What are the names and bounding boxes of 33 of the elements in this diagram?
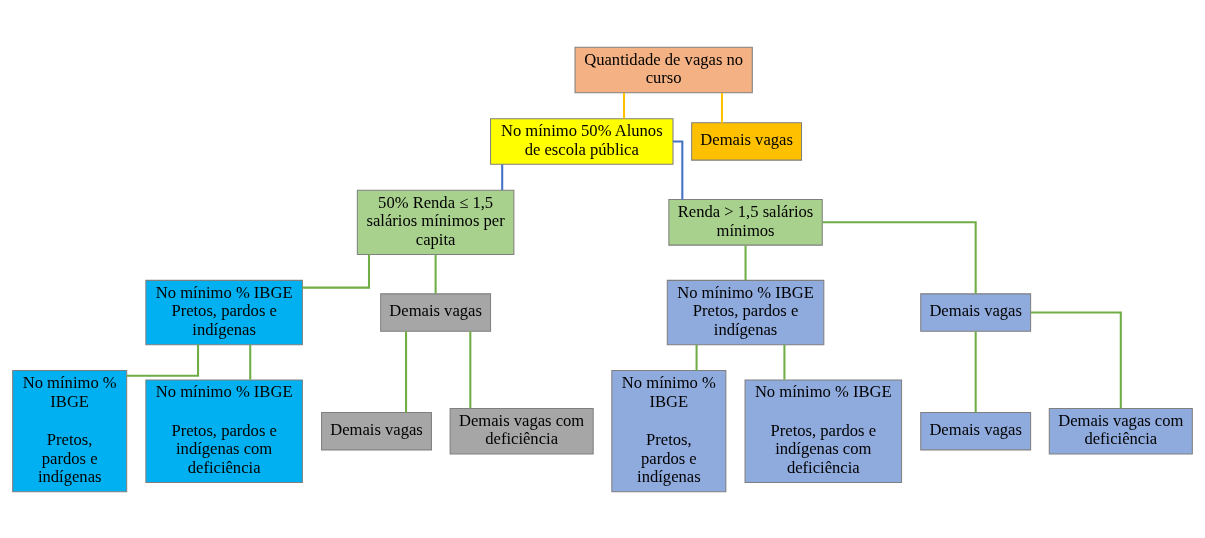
node-box: No mínimo 50% Alunos de escola pública [490,117,674,165]
connector [673,139,684,199]
connector [469,330,472,408]
connector [622,92,626,118]
connector [783,344,786,380]
node-box: Demais vagas [321,411,432,450]
connector [249,344,252,380]
node-box: No mínimo % IBGE Pretos, pardos e indígenas com deficiência [744,378,903,483]
node-box: Demais vagas [691,121,803,161]
node-box: Demais vagas [920,411,1032,450]
connector [126,344,200,377]
connector [822,220,977,294]
node-box: 50% Renda ≤ 1,5 salários mínimos per capita [356,189,515,255]
connector [695,344,698,370]
node-box: No mínimo % IBGE Pretos, pardos e indígenas com deficiência [145,378,303,483]
connector [501,163,504,190]
connector [744,245,747,280]
node-box: Demais vagas [380,292,492,332]
node-box: Quantidade de vagas no curso [574,46,753,93]
node-box: Renda > 1,5 salários mínimos [668,198,823,246]
node-box: Demais vagas com deficiência [1048,407,1193,455]
connector [1030,311,1122,408]
connector [434,254,437,293]
connector [720,92,723,123]
node-box: No mínimo % IBGE Pretos, pardos e indígenas [145,279,303,345]
connector [302,254,371,289]
node-box: No mínimo % IBGE Pretos, pardos e indígenas [666,279,825,345]
node-box: No mínimo % IBGE Pretos, pardos e indígenas [611,369,727,492]
connector [405,330,408,412]
node-box: No mínimo % IBGE Pretos, pardos e indígenas [12,369,128,492]
node-box: Demais vagas [920,292,1032,332]
connector [974,330,977,412]
node-box: Demais vagas com deficiência [449,407,594,455]
